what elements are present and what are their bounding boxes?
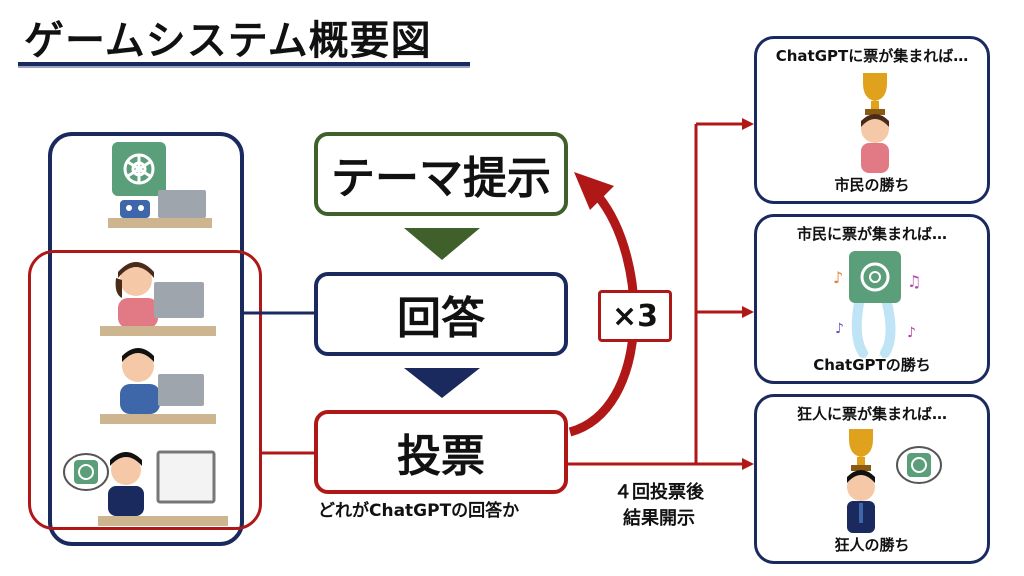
svg-text:♪: ♪ (907, 325, 916, 341)
step-vote-label: 投票 (397, 431, 485, 482)
human-players-group (28, 250, 262, 530)
step-answer: 回答 (314, 272, 568, 356)
madman-player-illustration (63, 450, 228, 526)
dancing-chatgpt-illustration: ♪ ♫ ♪ ♪ (833, 251, 921, 358)
step-vote: 投票 (314, 410, 568, 494)
players-group (48, 132, 244, 546)
title-underline-shadow (18, 66, 470, 68)
repeat-count-label: ×3 (611, 298, 658, 334)
outcome-result: 狂人の勝ち (834, 536, 910, 554)
outcome-citizens-win: ChatGPTに票が集まれば… 市民の勝ち (754, 36, 990, 204)
arrow-answer-to-vote (404, 368, 480, 398)
chatgpt-player-illustration (108, 142, 212, 228)
svg-text:♪: ♪ (833, 268, 843, 287)
step-theme: テーマ提示 (314, 132, 568, 216)
outcome-condition: 狂人に票が集まれば… (796, 405, 947, 423)
citizen-player-woman-illustration (100, 262, 216, 336)
outcome-result: ChatGPTの勝ち (813, 356, 931, 374)
step-theme-label: テーマ提示 (331, 153, 551, 204)
step-answer-label: 回答 (397, 293, 485, 344)
trophy-madman-illustration (847, 429, 942, 533)
svg-text:♫: ♫ (907, 272, 921, 291)
svg-text:♪: ♪ (835, 321, 844, 337)
arrow-theme-to-answer (404, 228, 480, 260)
reveal-caption: ４回投票後 結果開示 (596, 478, 722, 530)
title-underline (18, 62, 470, 66)
outcome-condition: ChatGPTに票が集まれば… (775, 47, 969, 65)
citizen-player-man-illustration (100, 348, 216, 424)
reveal-caption-line2: 結果開示 (623, 508, 695, 529)
outcome-result: 市民の勝ち (834, 176, 910, 194)
trophy-woman-illustration (861, 73, 889, 173)
vote-caption: どれがChatGPTの回答か (318, 501, 520, 521)
reveal-caption-line1: ４回投票後 (614, 482, 704, 503)
page-title: ゲームシステム概要図 (24, 18, 432, 64)
repeat-count-badge: ×3 (598, 290, 672, 342)
outcome-chatgpt-wins: 市民に票が集まれば… ♪ ♫ ♪ ♪ ChatGPTの勝ち (754, 214, 990, 384)
outcome-madman-wins: 狂人に票が集まれば… 狂人の勝ち (754, 394, 990, 564)
outcome-condition: 市民に票が集まれば… (796, 225, 947, 243)
